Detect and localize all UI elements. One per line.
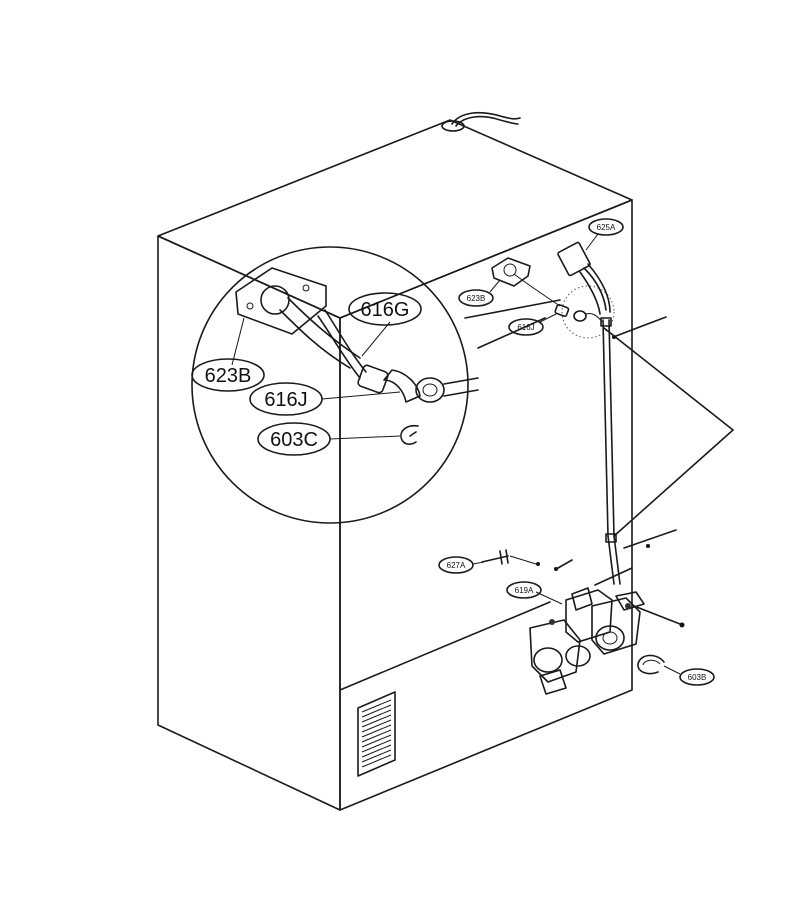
svg-text:603C: 603C (270, 429, 318, 451)
screw-pointers (554, 316, 734, 571)
label-603b: 603B (679, 668, 715, 686)
detail-label-603c: 603C (257, 422, 331, 456)
label-625a: 625A (585, 218, 624, 251)
svg-text:627A: 627A (447, 561, 466, 570)
wire-harness (557, 241, 621, 585)
filter-bypass-part (481, 549, 540, 566)
label-616j: 616J (508, 313, 557, 336)
refrigerator-cabinet (157, 111, 633, 811)
svg-text:623B: 623B (467, 294, 486, 303)
connector-highlight (561, 285, 615, 339)
svg-text:603B: 603B (688, 673, 707, 682)
svg-text:619A: 619A (515, 586, 534, 595)
label-619a: 619A (506, 581, 542, 599)
svg-text:623B: 623B (205, 365, 252, 387)
svg-text:625A: 625A (597, 223, 616, 232)
detail-tube-connector (317, 309, 479, 403)
label-623b: 623B (458, 279, 501, 307)
label-627a: 627A (438, 556, 485, 574)
vent-grille (357, 691, 396, 777)
svg-text:616J: 616J (517, 323, 534, 332)
detail-callout: 623B 616G 616J 603C (191, 246, 561, 524)
detail-label-623b: 623B (191, 358, 265, 392)
detail-label-616j: 616J (249, 382, 323, 416)
detail-label-616g: 616G (348, 292, 422, 326)
sensor-plate (491, 257, 561, 307)
svg-text:616J: 616J (264, 389, 307, 411)
detail-clip (400, 424, 419, 445)
clip-part (637, 654, 681, 675)
svg-text:616G: 616G (361, 299, 410, 321)
water-valve-assembly (529, 587, 685, 695)
